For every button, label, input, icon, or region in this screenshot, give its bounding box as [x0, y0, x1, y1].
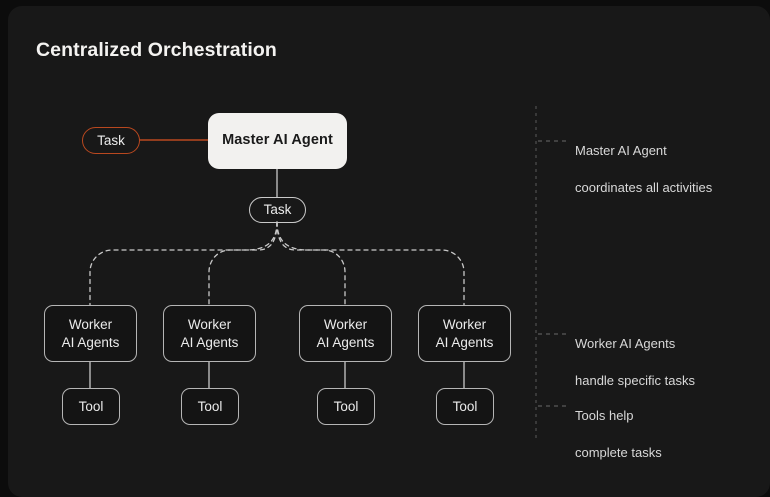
worker-agent-label-4: Worker AI Agents [436, 316, 494, 352]
annotation-workers-line2: handle specific tasks [575, 373, 695, 389]
tool-label-3: Tool [333, 398, 359, 414]
diagram-card: Centralized Orchestration Task [8, 6, 770, 497]
annotation-master-line2: coordinates all activities [575, 180, 713, 196]
tool-node-1[interactable]: Tool [62, 388, 120, 425]
worker-agent-node-1[interactable]: Worker AI Agents [44, 305, 137, 362]
worker-agent-label-2-line2: AI Agents [180, 334, 239, 350]
wire-fanout-branch-1 [89, 221, 278, 306]
annotation-tools: Tools help complete tasks [575, 389, 662, 481]
worker-agent-label-1-line1: Worker [68, 316, 113, 332]
tool-label-1: Tool [78, 398, 104, 414]
annotation-master: Master AI Agent coordinates all activiti… [575, 124, 712, 216]
worker-agent-label-2-line1: Worker [187, 316, 232, 332]
worker-agent-node-4[interactable]: Worker AI Agents [418, 305, 511, 362]
task-dispatch-pill[interactable]: Task [249, 197, 306, 223]
wire-worker-tool-group [89, 362, 465, 388]
worker-agent-label-1-line2: AI Agents [61, 334, 120, 350]
master-agent-label: Master AI Agent [222, 132, 333, 149]
annotation-workers: Worker AI Agents handle specific tasks [575, 317, 695, 409]
worker-agent-label-2: Worker AI Agents [181, 316, 239, 352]
master-agent-node[interactable]: Master AI Agent [208, 113, 347, 169]
tool-node-3[interactable]: Tool [317, 388, 375, 425]
wire-fanout [89, 221, 465, 306]
page-title: Centralized Orchestration [36, 39, 277, 61]
annotation-tools-line2: complete tasks [575, 445, 662, 461]
tool-node-2[interactable]: Tool [181, 388, 239, 425]
annotation-master-line1: Master AI Agent [575, 143, 667, 159]
tool-label-2: Tool [197, 398, 223, 414]
worker-agent-node-2[interactable]: Worker AI Agents [163, 305, 256, 362]
worker-agent-label-4-line1: Worker [442, 316, 487, 332]
worker-agent-label-1: Worker AI Agents [62, 316, 120, 352]
wire-fanout-branch-4 [276, 221, 465, 306]
worker-agent-label-3-line1: Worker [323, 316, 368, 332]
worker-agent-label-4-line2: AI Agents [435, 334, 494, 350]
annotation-stub-group [538, 140, 570, 407]
task-input-label: Task [97, 132, 125, 148]
tool-label-4: Tool [452, 398, 478, 414]
worker-agent-label-3-line2: AI Agents [316, 334, 375, 350]
tool-node-4[interactable]: Tool [436, 388, 494, 425]
annotation-workers-line1: Worker AI Agents [575, 336, 676, 352]
worker-agent-node-3[interactable]: Worker AI Agents [299, 305, 392, 362]
task-dispatch-label: Task [263, 202, 292, 218]
wire-fanout-branch-2 [208, 221, 278, 306]
task-input-pill[interactable]: Task [82, 127, 140, 154]
annotation-tools-line1: Tools help [575, 408, 634, 424]
worker-agent-label-3: Worker AI Agents [317, 316, 375, 352]
wire-fanout-branch-3 [276, 221, 346, 306]
